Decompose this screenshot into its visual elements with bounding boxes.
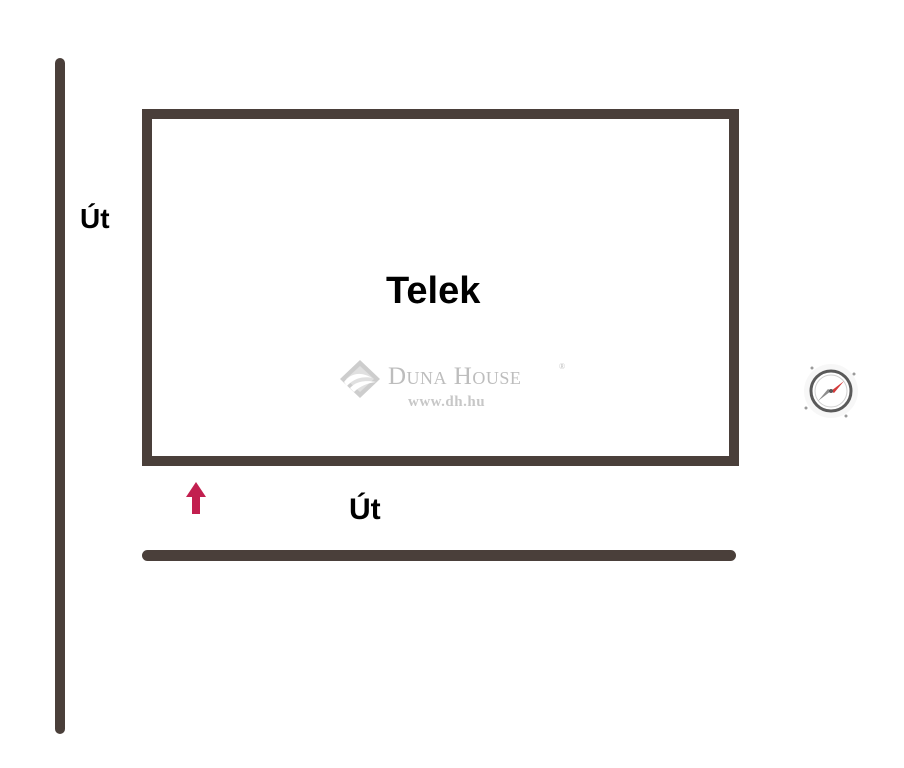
up-arrow-icon xyxy=(186,482,206,514)
compass-icon xyxy=(804,364,858,418)
watermark: Duna House ® www.dh.hu xyxy=(338,358,578,414)
plot-outline xyxy=(142,109,739,466)
watermark-registered-mark: ® xyxy=(559,362,566,371)
watermark-brand: Duna House xyxy=(388,363,522,390)
plot-label: Telek xyxy=(386,270,481,312)
duna-house-logo-icon xyxy=(340,360,380,398)
road-label-bottom: Út xyxy=(349,493,381,526)
road-vertical xyxy=(55,58,65,734)
watermark-url: www.dh.hu xyxy=(408,394,486,410)
road-horizontal xyxy=(142,550,736,561)
road-label-left: Út xyxy=(80,203,110,234)
